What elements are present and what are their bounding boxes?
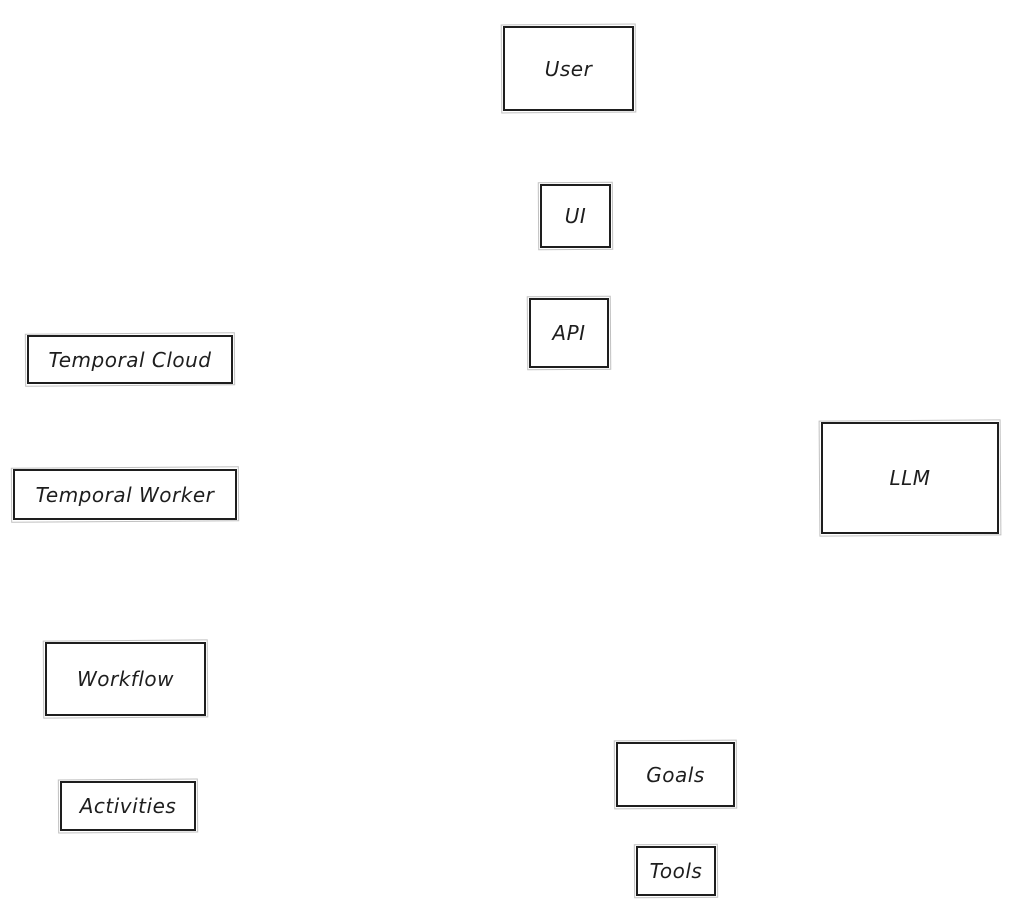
api-node[interactable]: API xyxy=(529,298,609,368)
temporal-cloud-label: Temporal Cloud xyxy=(48,347,212,372)
llm-node[interactable]: LLM xyxy=(821,422,999,534)
tools-label: Tools xyxy=(649,859,703,883)
faint-top-artifact xyxy=(280,0,760,4)
activities-label: Activities xyxy=(79,794,177,818)
temporal-cloud-node[interactable]: Temporal Cloud xyxy=(27,335,233,384)
user-node[interactable]: User xyxy=(503,26,634,111)
workflow-node[interactable]: Workflow xyxy=(45,642,206,716)
workflow-label: Workflow xyxy=(76,667,174,691)
activities-node[interactable]: Activities xyxy=(60,781,196,831)
temporal-worker-label: Temporal Worker xyxy=(35,482,215,507)
tools-node[interactable]: Tools xyxy=(636,846,716,896)
temporal-worker-node[interactable]: Temporal Worker xyxy=(13,469,237,520)
api-label: API xyxy=(552,321,586,345)
goals-label: Goals xyxy=(646,762,705,787)
ui-node[interactable]: UI xyxy=(540,184,611,248)
user-label: User xyxy=(544,56,593,81)
llm-label: LLM xyxy=(889,466,931,490)
goals-node[interactable]: Goals xyxy=(616,742,735,807)
ui-label: UI xyxy=(564,204,587,228)
